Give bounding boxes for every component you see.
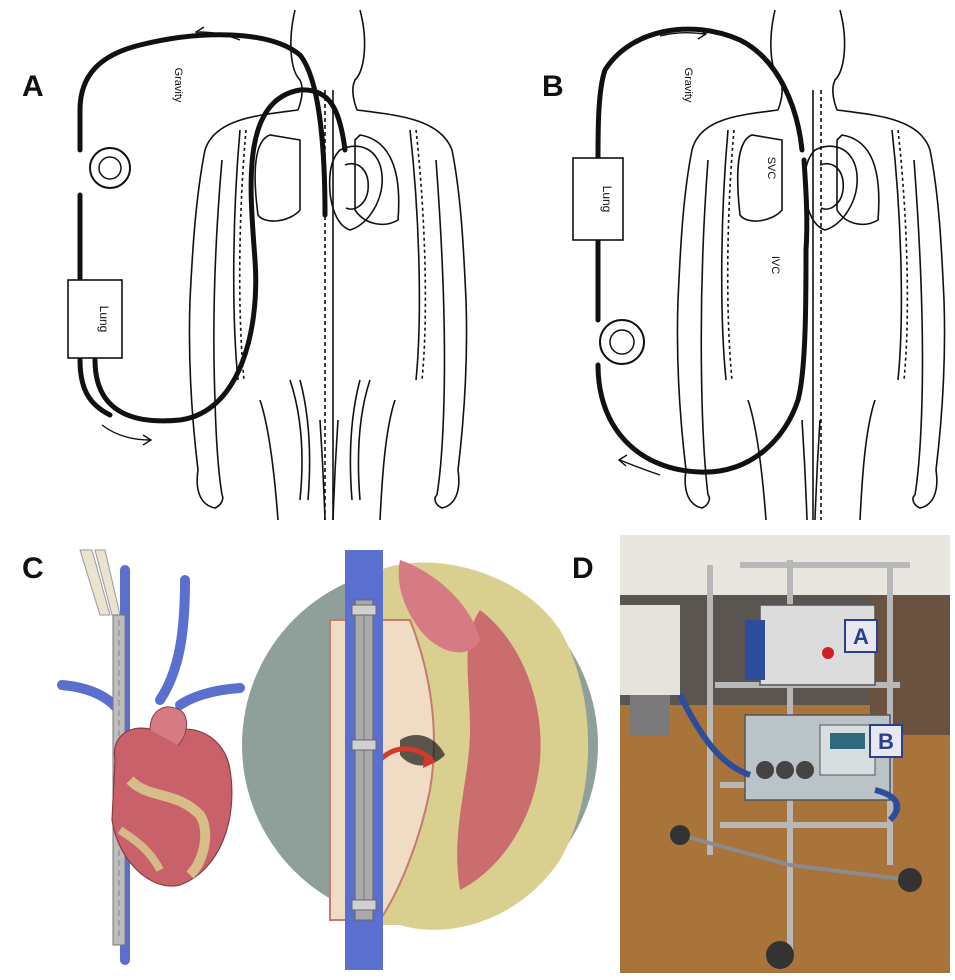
badge-a — [844, 619, 878, 653]
badge-b — [869, 724, 903, 758]
panel-b-diagram: Lung Gravity SVC IVC — [572, 9, 946, 521]
magnified-view — [242, 560, 598, 930]
panel-a-letter: A — [22, 70, 44, 103]
panel-a: A — [0, 0, 480, 525]
panel-d-photo: A B — [620, 535, 950, 973]
wheel-icon — [670, 825, 690, 845]
circuit-tube-return — [92, 87, 348, 424]
circuit-tube-outflow — [77, 32, 328, 218]
circuit-tube-return — [595, 247, 809, 475]
panel-b: B — [480, 0, 955, 525]
gravity-label: Gravity — [172, 68, 184, 103]
pump-icon — [89, 147, 131, 189]
body-head-outline — [290, 9, 303, 111]
body-torso-outline — [676, 109, 779, 471]
lung-label: Lung — [600, 186, 614, 213]
body-torso-outline — [188, 109, 299, 471]
lung-right-outline — [354, 134, 400, 226]
panel-b-letter: B — [542, 70, 564, 103]
panel-d: D — [570, 530, 955, 975]
heart-illustration — [111, 706, 233, 887]
flow-arrow-icon — [617, 28, 708, 476]
ivc-label: IVC — [769, 256, 781, 274]
panel-a-diagram: Lung Gravity — [67, 9, 468, 521]
svc-label: SVC — [765, 157, 777, 180]
body-head-outline — [770, 9, 783, 111]
circuit-tube-drainage — [595, 26, 805, 161]
lung-right-outline — [836, 134, 880, 226]
lung-left-outline — [254, 134, 301, 222]
gravity-label: Gravity — [682, 68, 694, 103]
flow-arrow-icon — [101, 26, 241, 446]
lung-label: Lung — [97, 306, 111, 333]
lung-oxygenator-box — [67, 279, 123, 359]
pump-icon — [599, 319, 645, 365]
panel-c-illustration — [57, 549, 598, 970]
heart-outline — [328, 145, 383, 231]
panel-c-letter: C — [22, 552, 44, 585]
panel-c: C — [0, 530, 610, 975]
lung-oxygenator-box — [572, 157, 624, 241]
lung-left-outline — [736, 134, 783, 222]
panel-d-letter: D — [572, 552, 594, 585]
badge-b-label: B — [878, 729, 894, 754]
badge-a-label: A — [853, 624, 869, 649]
